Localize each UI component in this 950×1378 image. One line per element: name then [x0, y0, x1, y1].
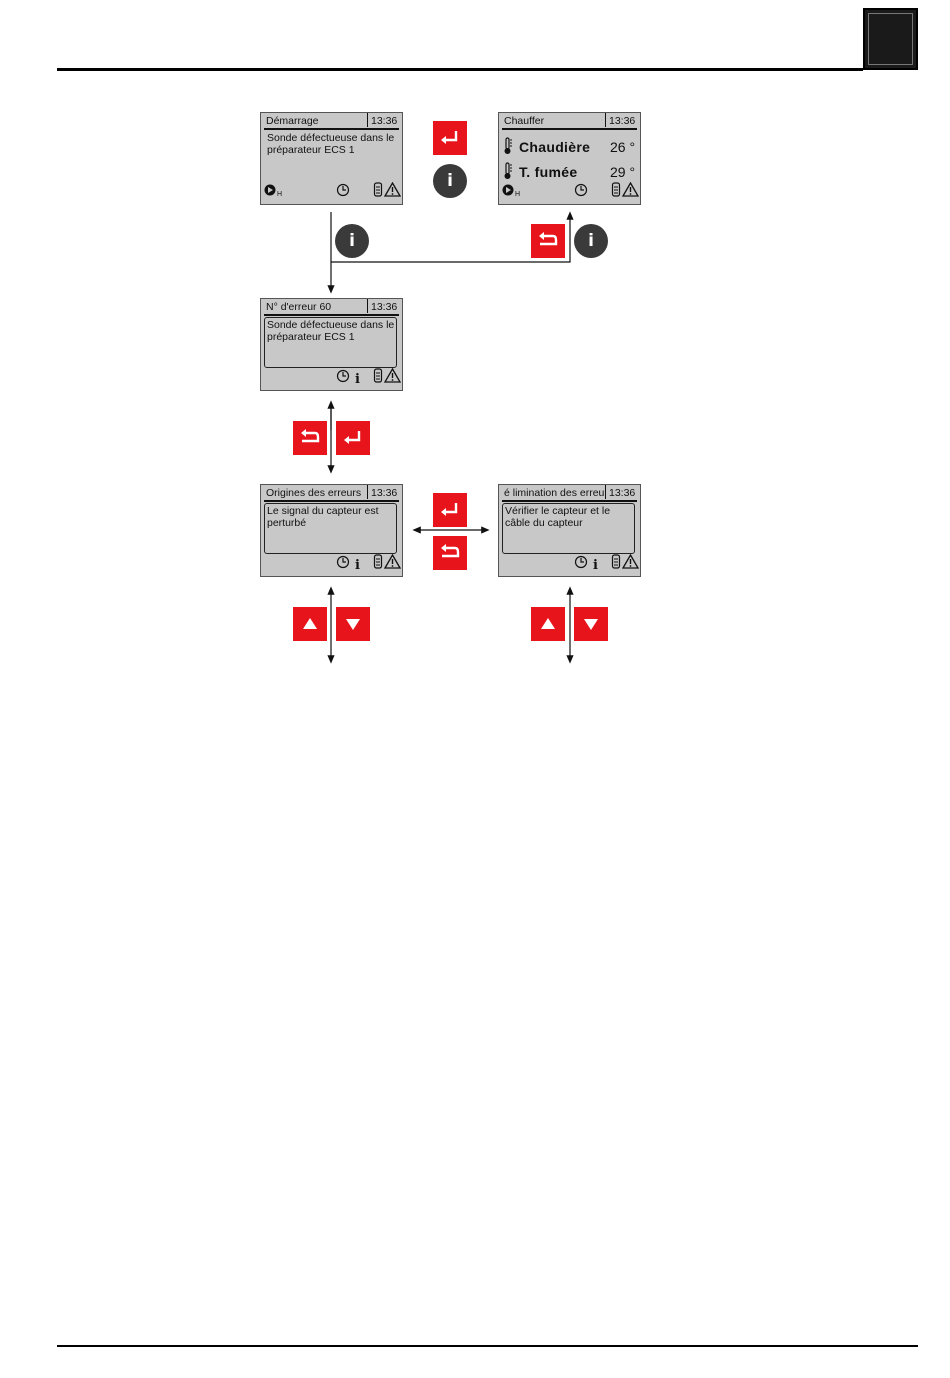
arrow-down-icon	[584, 619, 598, 630]
down-button[interactable]	[574, 607, 608, 641]
arrow-down-icon	[346, 619, 360, 630]
tank-icon	[373, 368, 383, 387]
thermometer-icon	[503, 137, 513, 159]
down-button[interactable]	[336, 607, 370, 641]
play-mode-sub: H	[277, 191, 283, 198]
lcd-error-number-screen: N° d'erreur 60 13:36 Sonde défectueuse d…	[260, 298, 403, 391]
screen-title: Chauffer	[504, 115, 545, 127]
screen-title: Démarrage	[266, 115, 319, 127]
enter-button[interactable]	[336, 421, 370, 455]
arrow-up-icon	[541, 618, 555, 629]
clock-icon	[336, 183, 350, 201]
info-icon: i	[355, 558, 360, 573]
screen-message: Vérifier le capteur et le câble du capte…	[505, 505, 611, 529]
up-button[interactable]	[531, 607, 565, 641]
enter-icon	[441, 503, 458, 516]
tank-icon	[611, 554, 621, 573]
message-box: Le signal du capteur est perturbé	[264, 503, 397, 554]
enter-button[interactable]	[433, 493, 467, 527]
tank-icon	[611, 182, 621, 201]
back-button[interactable]	[433, 536, 467, 570]
screen-message: Sonde défectueuse dans le préparateur EC…	[267, 319, 395, 343]
info-icon: i	[593, 558, 598, 573]
screen-time: 13:36	[371, 115, 398, 127]
info-icon: i	[355, 372, 360, 387]
up-button[interactable]	[293, 607, 327, 641]
play-icon	[264, 183, 282, 201]
back-button[interactable]	[531, 224, 565, 258]
info-button[interactable]: i	[433, 164, 467, 198]
chapter-tab	[863, 8, 918, 70]
arrow-return-to-heating	[331, 211, 574, 263]
play-icon	[502, 183, 520, 201]
back-icon	[301, 429, 320, 443]
message-box: Vérifier le capteur et le câble du capte…	[502, 503, 635, 554]
tank-icon	[373, 182, 383, 201]
lcd-heating-screen: Chauffer 13:36 Chaudière 26 ° T. fumée 2…	[498, 112, 641, 205]
screen-title: Origines des erreurs	[266, 487, 362, 499]
clock-icon	[574, 183, 588, 201]
screen-time: 13:36	[371, 301, 398, 313]
back-button[interactable]	[293, 421, 327, 455]
thermometer-icon	[503, 162, 513, 184]
header-rule	[57, 68, 863, 71]
warning-icon	[621, 181, 640, 201]
warning-icon	[383, 553, 402, 573]
enter-icon	[344, 431, 361, 444]
tank-icon	[373, 554, 383, 573]
screen-message: Le signal du capteur est perturbé	[267, 505, 379, 529]
screen-time: 13:36	[609, 487, 636, 499]
footer-rule	[57, 1345, 918, 1347]
boiler-value: 26 °	[610, 139, 636, 155]
clock-icon	[336, 555, 350, 573]
lcd-startup-screen: Démarrage 13:36 Sonde défectueuse dans l…	[260, 112, 403, 205]
clock-icon	[574, 555, 588, 573]
back-icon	[441, 544, 460, 558]
warning-icon	[383, 367, 402, 387]
screen-time: 13:36	[609, 115, 636, 127]
info-button[interactable]: i	[574, 224, 608, 258]
screen-message: Sonde défectueuse dans le préparateur EC…	[267, 132, 395, 156]
screen-time: 13:36	[371, 487, 398, 499]
flow-arrows	[327, 211, 574, 664]
flue-gas-value: 29 °	[610, 164, 636, 180]
enter-button[interactable]	[433, 121, 467, 155]
play-mode-sub: H	[515, 191, 521, 198]
warning-icon	[621, 553, 640, 573]
clock-icon	[336, 369, 350, 387]
lcd-error-elimination-screen: é limination des erreurs 13:36 Vérifier …	[498, 484, 641, 577]
warning-icon	[383, 181, 402, 201]
enter-icon	[441, 131, 458, 144]
message-box: Sonde défectueuse dans le préparateur EC…	[264, 317, 397, 368]
screen-title: é limination des erreurs	[504, 487, 606, 499]
info-button[interactable]: i	[335, 224, 369, 258]
screen-title: N° d'erreur 60	[266, 301, 332, 313]
lcd-error-origins-screen: Origines des erreurs 13:36 Le signal du …	[260, 484, 403, 577]
flue-gas-label: T. fumée	[519, 164, 578, 180]
arrow-up-icon	[303, 618, 317, 629]
back-icon	[539, 232, 558, 246]
boiler-label: Chaudière	[519, 139, 591, 155]
